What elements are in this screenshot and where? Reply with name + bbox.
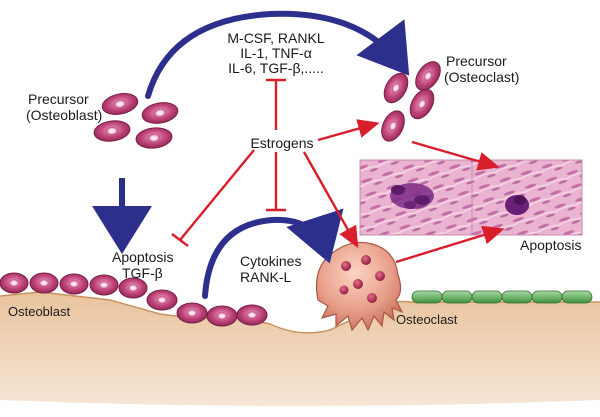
osteoblast-row — [0, 272, 268, 327]
apoptosis-label-right: Apoptosis — [520, 237, 581, 253]
osteoblast-label: Osteoblast — [8, 304, 71, 319]
bone-lining-cells — [411, 290, 593, 304]
histology-panel-left — [359, 159, 473, 236]
cytokines-label: Cytokines — [240, 253, 301, 269]
osteoclast-cell — [315, 241, 404, 332]
rank-l-label: RANK-L — [240, 269, 292, 285]
factors-line-2: IL-1, TNF-α — [240, 45, 312, 61]
red-activation-arrows — [302, 119, 505, 264]
precursor-osteoclast-subtitle: (Osteoclast) — [444, 69, 519, 85]
blue-arrow-cytokines — [202, 208, 344, 299]
precursor-osteoblast-cells — [93, 93, 179, 149]
blue-arrow-top — [145, 10, 410, 99]
bone-matrix — [0, 292, 600, 406]
factors-line-1: M-CSF, RANKL — [227, 30, 324, 46]
red-inhibition-lines — [171, 78, 286, 247]
estrogens-label: Estrogens — [250, 135, 313, 151]
precursor-osteoclast-title: Precursor — [446, 53, 507, 69]
osteoclast-label: Osteoclast — [396, 312, 458, 327]
histology-panel-right — [471, 159, 583, 236]
precursor-osteoclast-cells — [381, 61, 441, 142]
tgf-beta-label: TGF-β — [122, 265, 163, 281]
apoptosis-label-left: Apoptosis — [112, 249, 173, 265]
precursor-osteoblast-title: Precursor — [28, 91, 89, 107]
factors-line-3: IL-6, TGF-β,..... — [228, 60, 324, 76]
precursor-osteoblast-subtitle: (Osteoblast) — [26, 107, 102, 123]
